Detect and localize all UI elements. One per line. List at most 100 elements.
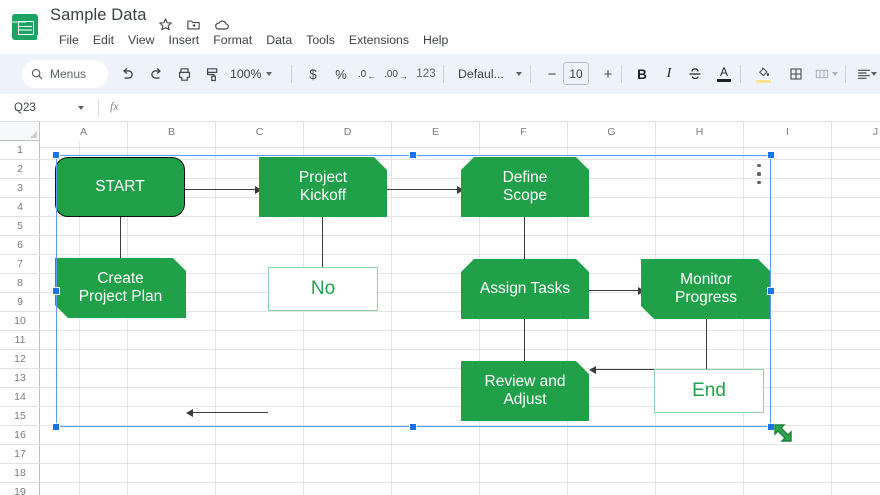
menu-help[interactable]: Help	[423, 33, 449, 47]
row-header-9[interactable]: 9	[0, 293, 40, 312]
column-header-H[interactable]: H	[656, 122, 744, 141]
number-format-label: 123	[416, 68, 436, 80]
toolbar-divider-6	[845, 65, 846, 83]
font-size-input[interactable]: 10	[563, 62, 589, 85]
row-header-19[interactable]: 19	[0, 483, 40, 495]
horizontal-align-dropdown[interactable]	[869, 60, 879, 88]
text-color-swatch	[717, 79, 731, 82]
menu-extensions[interactable]: Extensions	[348, 33, 410, 47]
horizontal-align-button[interactable]	[850, 60, 878, 88]
name-box-value: Q23	[14, 102, 36, 114]
column-headers: A B C D E F G H I J	[40, 122, 880, 141]
column-header-J[interactable]: J	[832, 122, 880, 141]
row-header-6[interactable]: 6	[0, 236, 40, 255]
percent-label: %	[335, 66, 347, 82]
row-header-17[interactable]: 17	[0, 445, 40, 464]
bold-label: B	[637, 66, 647, 82]
star-icon[interactable]	[158, 17, 173, 32]
chevron-down-icon	[515, 72, 522, 76]
row-header-2[interactable]: 2	[0, 160, 40, 179]
font-size-value: 10	[569, 66, 583, 81]
chevron-down-icon	[832, 72, 838, 76]
column-header-B[interactable]: B	[128, 122, 216, 141]
select-all-corner[interactable]	[0, 122, 40, 141]
decrease-font-size-button[interactable]: −	[538, 60, 566, 88]
undo-button[interactable]	[113, 60, 141, 88]
minus-icon: −	[547, 65, 557, 83]
row-header-4[interactable]: 4	[0, 198, 40, 217]
bold-button[interactable]: B	[628, 60, 656, 88]
row-header-8[interactable]: 8	[0, 274, 40, 293]
menu-tools[interactable]: Tools	[306, 33, 335, 47]
move-to-folder-icon[interactable]	[186, 17, 201, 32]
menu-data[interactable]: Data	[266, 33, 293, 47]
row-header-11[interactable]: 11	[0, 331, 40, 350]
menu-file[interactable]: File	[59, 33, 79, 47]
formula-bar: Q23 fx	[0, 94, 880, 122]
spreadsheet-grid: A B C D E F G H I J 1 2 3 4 5 6 7 8 9 10…	[0, 122, 880, 495]
row-header-10[interactable]: 10	[0, 312, 40, 331]
italic-button[interactable]: I	[655, 60, 683, 88]
number-format-button[interactable]: 123	[412, 60, 440, 88]
toolbar-divider-3	[530, 65, 531, 83]
currency-format-button[interactable]: $	[299, 60, 327, 88]
column-header-A[interactable]: A	[40, 122, 128, 141]
zoom-control[interactable]: 100%	[224, 60, 278, 88]
borders-button[interactable]	[782, 60, 810, 88]
toolbar: Menus 100% $ % .0 ← .00 → 12	[0, 54, 880, 94]
merge-cells-button[interactable]	[808, 60, 836, 88]
increase-decimal-button[interactable]: .00 →	[382, 60, 410, 88]
document-title[interactable]: Sample Data	[50, 6, 147, 24]
decrease-decimal-label: .0	[357, 68, 367, 80]
fill-color-swatch	[755, 80, 771, 83]
column-header-F[interactable]: F	[480, 122, 568, 141]
increase-decimal-label: .00	[384, 68, 398, 80]
column-header-G[interactable]: G	[568, 122, 656, 141]
row-header-1[interactable]: 1	[0, 141, 40, 160]
row-header-7[interactable]: 7	[0, 255, 40, 274]
menu-edit[interactable]: Edit	[92, 33, 115, 47]
zoom-value: 100%	[230, 67, 262, 81]
italic-label: I	[666, 66, 672, 81]
row-header-16[interactable]: 16	[0, 426, 40, 445]
search-icon	[30, 67, 44, 81]
currency-label: $	[309, 66, 317, 82]
font-family-select[interactable]: Defaul...	[452, 60, 528, 88]
row-header-13[interactable]: 13	[0, 369, 40, 388]
row-header-12[interactable]: 12	[0, 350, 40, 369]
row-header-5[interactable]: 5	[0, 217, 40, 236]
print-button[interactable]	[170, 60, 198, 88]
menu-bar: File Edit View Insert Format Data Tools …	[52, 31, 455, 49]
redo-button[interactable]	[142, 60, 170, 88]
column-header-D[interactable]: D	[304, 122, 392, 141]
row-header-15[interactable]: 15	[0, 407, 40, 426]
chevron-down-icon	[266, 72, 273, 76]
merge-cells-dropdown[interactable]	[828, 60, 842, 88]
column-header-I[interactable]: I	[744, 122, 832, 141]
decrease-decimal-button[interactable]: .0 ←	[353, 60, 381, 88]
paint-format-button[interactable]	[198, 60, 226, 88]
row-header-14[interactable]: 14	[0, 388, 40, 407]
row-headers: 1 2 3 4 5 6 7 8 9 10 11 12 13 14 15 16 1…	[0, 141, 40, 495]
menu-view[interactable]: View	[128, 33, 155, 47]
increase-font-size-button[interactable]: +	[594, 60, 622, 88]
row-header-18[interactable]: 18	[0, 464, 40, 483]
cloud-saved-icon[interactable]	[214, 17, 230, 33]
text-color-button[interactable]: A	[710, 60, 738, 88]
fill-color-button[interactable]	[749, 60, 777, 88]
menu-format[interactable]: Format	[213, 33, 253, 47]
menu-insert[interactable]: Insert	[168, 33, 200, 47]
chevron-down-icon	[871, 72, 877, 76]
plus-icon: +	[603, 65, 613, 83]
menu-search-box[interactable]: Menus	[22, 60, 108, 88]
name-box[interactable]: Q23	[8, 98, 90, 118]
column-header-E[interactable]: E	[392, 122, 480, 141]
strikethrough-button[interactable]	[681, 60, 709, 88]
arrow-left-icon: ←	[367, 71, 377, 81]
row-header-3[interactable]: 3	[0, 179, 40, 198]
text-color-label: A	[719, 65, 728, 79]
grid-cells[interactable]	[40, 141, 880, 495]
column-header-C[interactable]: C	[216, 122, 304, 141]
percent-format-button[interactable]: %	[327, 60, 355, 88]
formula-bar-divider	[98, 100, 99, 116]
